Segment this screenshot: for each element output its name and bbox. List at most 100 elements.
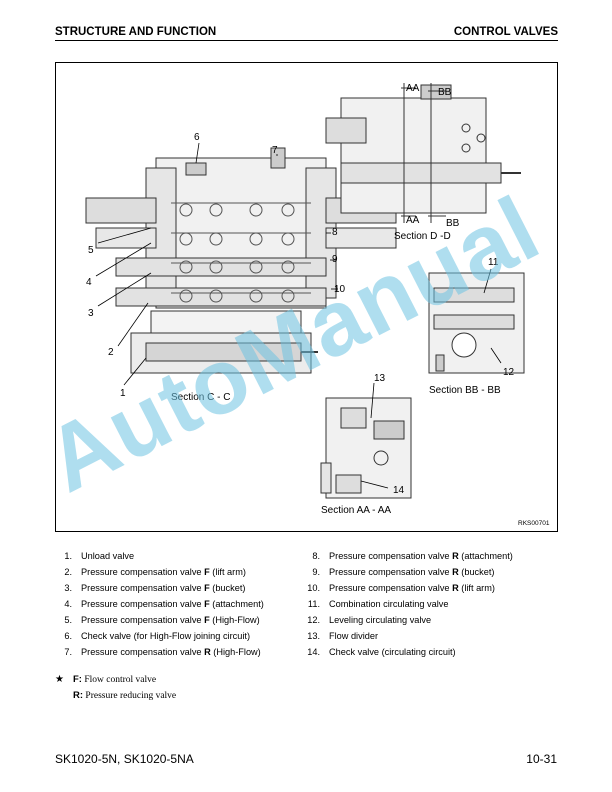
- legend-number: 4.: [64, 599, 72, 609]
- callout-14: 14: [393, 485, 405, 496]
- legend-suffix: (lift arm): [209, 567, 246, 577]
- bb-mark-top: BB: [438, 87, 452, 98]
- legend-item: 5. Pressure compensation valve F (High-Fl…: [52, 612, 264, 628]
- legend-text: Pressure compensation valve: [81, 567, 205, 577]
- legend-item: 3. Pressure compensation valve F (bucket): [52, 580, 264, 596]
- legend-item: 8. Pressure compensation valve R (attachm…: [300, 548, 513, 564]
- callout-10: 10: [334, 284, 346, 295]
- legend-item: 11.Combination circulating valve: [300, 596, 513, 612]
- callout-leaders: [95, 142, 502, 489]
- control-valve-figure: 1 2 3 4 5 6 7 8 9 10 11 12 13 14 AA BB A…: [55, 62, 558, 532]
- callout-6: 6: [194, 132, 200, 143]
- legend-suffix: (bucket): [209, 583, 246, 593]
- legend-text: Pressure compensation valve: [81, 583, 205, 593]
- legend-text: Pressure compensation valve: [329, 551, 453, 561]
- footer-page-number: 10-31: [526, 752, 557, 766]
- legend-number: 14.: [307, 647, 320, 657]
- callout-13: 13: [374, 373, 386, 384]
- section-bb-drawing: [428, 272, 525, 374]
- callout-5: 5: [88, 245, 94, 256]
- legend-item: 12. Leveling circulating valve: [300, 612, 513, 628]
- aa-mark-top: AA: [406, 83, 420, 94]
- note-r-key: R:: [73, 690, 84, 701]
- callout-9: 9: [332, 254, 338, 265]
- legend-text: Pressure compensation valve: [81, 599, 205, 609]
- legend-item: 1. Unload valve: [52, 548, 264, 564]
- legend-text: Pressure compensation valve: [81, 615, 205, 625]
- footer-model: SK1020-5N, SK1020-5NA: [55, 752, 194, 766]
- section-cc-label: Section C - C: [171, 392, 230, 403]
- legend-suffix: (High-Flow): [209, 615, 260, 625]
- legend-key: R: [452, 567, 459, 577]
- legend-key: F: [204, 599, 210, 609]
- legend-left-column: 1. Unload valve 2. Pressure compensation va…: [52, 548, 264, 660]
- legend-text: Check valve (for High-Flow joining circu…: [81, 631, 250, 641]
- legend-number: 5.: [64, 615, 72, 625]
- callout-2: 2: [108, 347, 114, 358]
- legend-suffix: (bucket): [458, 567, 495, 577]
- legend-text: Pressure compensation valve: [81, 647, 205, 657]
- section-aa-label: Section AA - AA: [321, 505, 391, 516]
- legend-number: 10.: [307, 583, 320, 593]
- legend-number: 1.: [64, 551, 72, 561]
- legend-number: 7.: [64, 647, 72, 657]
- section-dd-drawing: [325, 83, 521, 223]
- callout-3: 3: [88, 308, 94, 319]
- note-f-key: F:: [73, 674, 82, 685]
- legend-suffix: (attachment): [458, 551, 513, 561]
- page-header: STRUCTURE AND FUNCTION CONTROL VALVES: [55, 26, 558, 41]
- callout-4: 4: [86, 277, 92, 288]
- legend-key: F: [204, 567, 210, 577]
- aa-mark-bottom: AA: [406, 215, 420, 226]
- legend-key: F: [204, 583, 210, 593]
- legend-text: Pressure compensation valve: [329, 583, 453, 593]
- notes-block: ★ F: Flow control valve R: Pressure reduc…: [55, 672, 176, 704]
- legend-number: 11.: [307, 599, 320, 609]
- legend-item: 14. Check valve (circulating circuit): [300, 644, 513, 660]
- legend-suffix: (lift arm): [458, 583, 495, 593]
- legend-number: 8.: [312, 551, 320, 561]
- legend-number: 2.: [64, 567, 72, 577]
- callout-1: 1: [120, 388, 126, 399]
- figure-code: RKS00701: [518, 520, 550, 527]
- legend-item: 9. Pressure compensation valve R (bucket): [300, 564, 513, 580]
- legend-item: 10. Pressure compensation valve R (lift a…: [300, 580, 513, 596]
- valve-drawing: 1 2 3 4 5 6 7 8 9 10 11 12 13 14 AA BB A…: [85, 83, 550, 527]
- legend-item: 7. Pressure compensation valve R (High-Fl…: [52, 644, 264, 660]
- legend-key: R: [452, 551, 459, 561]
- legend-item: 2. Pressure compensation valve F (lift ar…: [52, 564, 264, 580]
- bb-mark-bottom: BB: [446, 218, 460, 229]
- callout-12: 12: [503, 367, 515, 378]
- legend-number: 12.: [307, 615, 320, 625]
- legend-key: F: [204, 615, 210, 625]
- note-r-text: Pressure reducing valve: [83, 691, 177, 701]
- legend-item: 6. Check valve (for High-Flow joining cir…: [52, 628, 264, 644]
- chapter-title: CONTROL VALVES: [453, 26, 558, 38]
- legend-text: Pressure compensation valve: [329, 567, 453, 577]
- legend-text: Unload valve: [81, 551, 135, 561]
- star-icon: ★: [55, 674, 64, 685]
- legend-item: 4. Pressure compensation valve F (attachm…: [52, 596, 264, 612]
- section-aa-drawing: [320, 397, 412, 499]
- section-bb-label: Section BB - BB: [429, 385, 501, 396]
- legend-number: 9.: [312, 567, 320, 577]
- callout-11: 11: [488, 257, 499, 268]
- legend-suffix: (attachment): [209, 599, 264, 609]
- note-f-text: Flow control valve: [81, 675, 157, 685]
- legend-text: Check valve (circulating circuit): [329, 647, 456, 657]
- note-r: R: Pressure reducing valve: [55, 688, 176, 704]
- legend-text: Flow divider: [329, 631, 379, 641]
- legend-right-column: 8. Pressure compensation valve R (attachm…: [300, 548, 513, 660]
- legend-key: R: [452, 583, 459, 593]
- callout-8: 8: [332, 227, 338, 238]
- legend-key: R: [204, 647, 211, 657]
- legend-number: 6.: [64, 631, 72, 641]
- legend-text: Leveling circulating valve: [329, 615, 432, 625]
- legend-item: 13. Flow divider: [300, 628, 513, 644]
- section-title: STRUCTURE AND FUNCTION: [55, 26, 217, 38]
- legend-number: 13.: [307, 631, 320, 641]
- legend-suffix: (High-Flow): [210, 647, 261, 657]
- note-f: ★ F: Flow control valve: [55, 672, 176, 688]
- callout-7: 7: [272, 145, 278, 156]
- legend-number: 3.: [64, 583, 72, 593]
